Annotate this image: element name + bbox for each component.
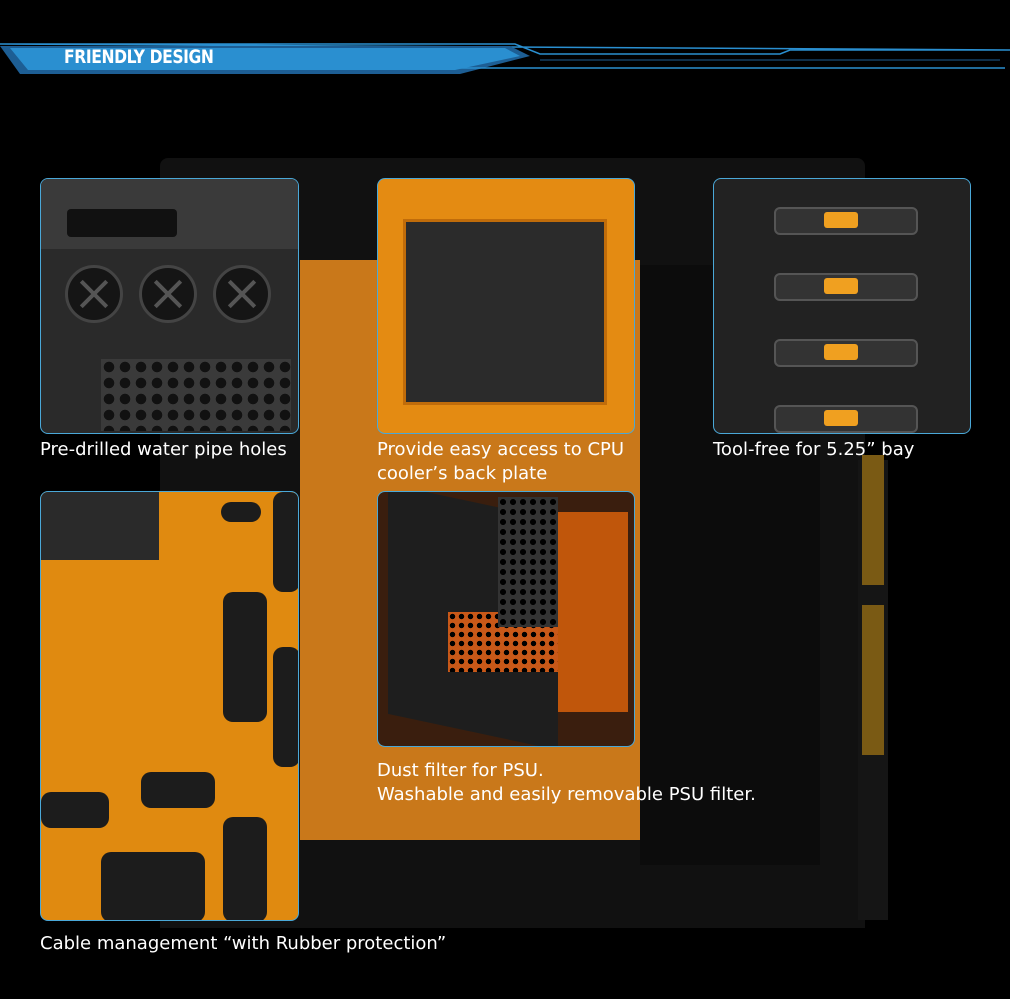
rubber-grommet	[101, 852, 205, 920]
rubber-grommet	[273, 647, 298, 767]
section-title: FRIENDLY DESIGN	[64, 46, 214, 68]
rubber-grommet	[41, 792, 109, 828]
rubber-grommet	[221, 502, 261, 522]
rubber-grommet	[223, 592, 267, 722]
caption-psu-line1: Dust filter for PSU.	[377, 760, 544, 781]
cpu-back-plate-image	[377, 178, 635, 434]
psu-mesh	[498, 497, 558, 627]
orange-tab	[824, 344, 858, 360]
dark-corner	[41, 492, 159, 560]
bay-clip	[774, 207, 918, 235]
grommet-hole	[139, 265, 197, 323]
rubber-grommet	[223, 817, 267, 920]
caption-cpu-line1: Provide easy access to CPU	[377, 439, 625, 460]
caption-cpu-line2: cooler’s back plate	[377, 463, 548, 484]
grommet-hole	[213, 265, 271, 323]
orange-tab	[824, 410, 858, 426]
psu-dust-filter-image	[377, 491, 635, 747]
rubber-grommet	[141, 772, 215, 808]
front-mesh-upper	[862, 455, 884, 585]
tool-free-bay-image	[713, 178, 971, 434]
water-pipe-holes-image	[40, 178, 299, 434]
orange-tab	[824, 212, 858, 228]
orange-glow	[558, 512, 628, 712]
header-banner	[0, 43, 1010, 74]
grommet-hole	[65, 265, 123, 323]
rubber-grommet	[273, 492, 298, 592]
cable-management-image	[40, 491, 299, 921]
bay-clip	[774, 405, 918, 433]
caption-cable-management: Cable management “with Rubber protection…	[40, 933, 447, 954]
caption-psu-line2: Washable and easily removable PSU filter…	[377, 784, 756, 805]
cpu-cutout	[403, 219, 607, 405]
hex-vent	[101, 359, 291, 431]
case-handle	[67, 209, 177, 237]
caption-tool-free-bay: Tool-free for 5.25” bay	[713, 439, 915, 460]
bay-clip	[774, 273, 918, 301]
front-mesh-lower	[862, 605, 884, 755]
bay-clip	[774, 339, 918, 367]
orange-tab	[824, 278, 858, 294]
caption-water-pipe-holes: Pre-drilled water pipe holes	[40, 439, 287, 460]
